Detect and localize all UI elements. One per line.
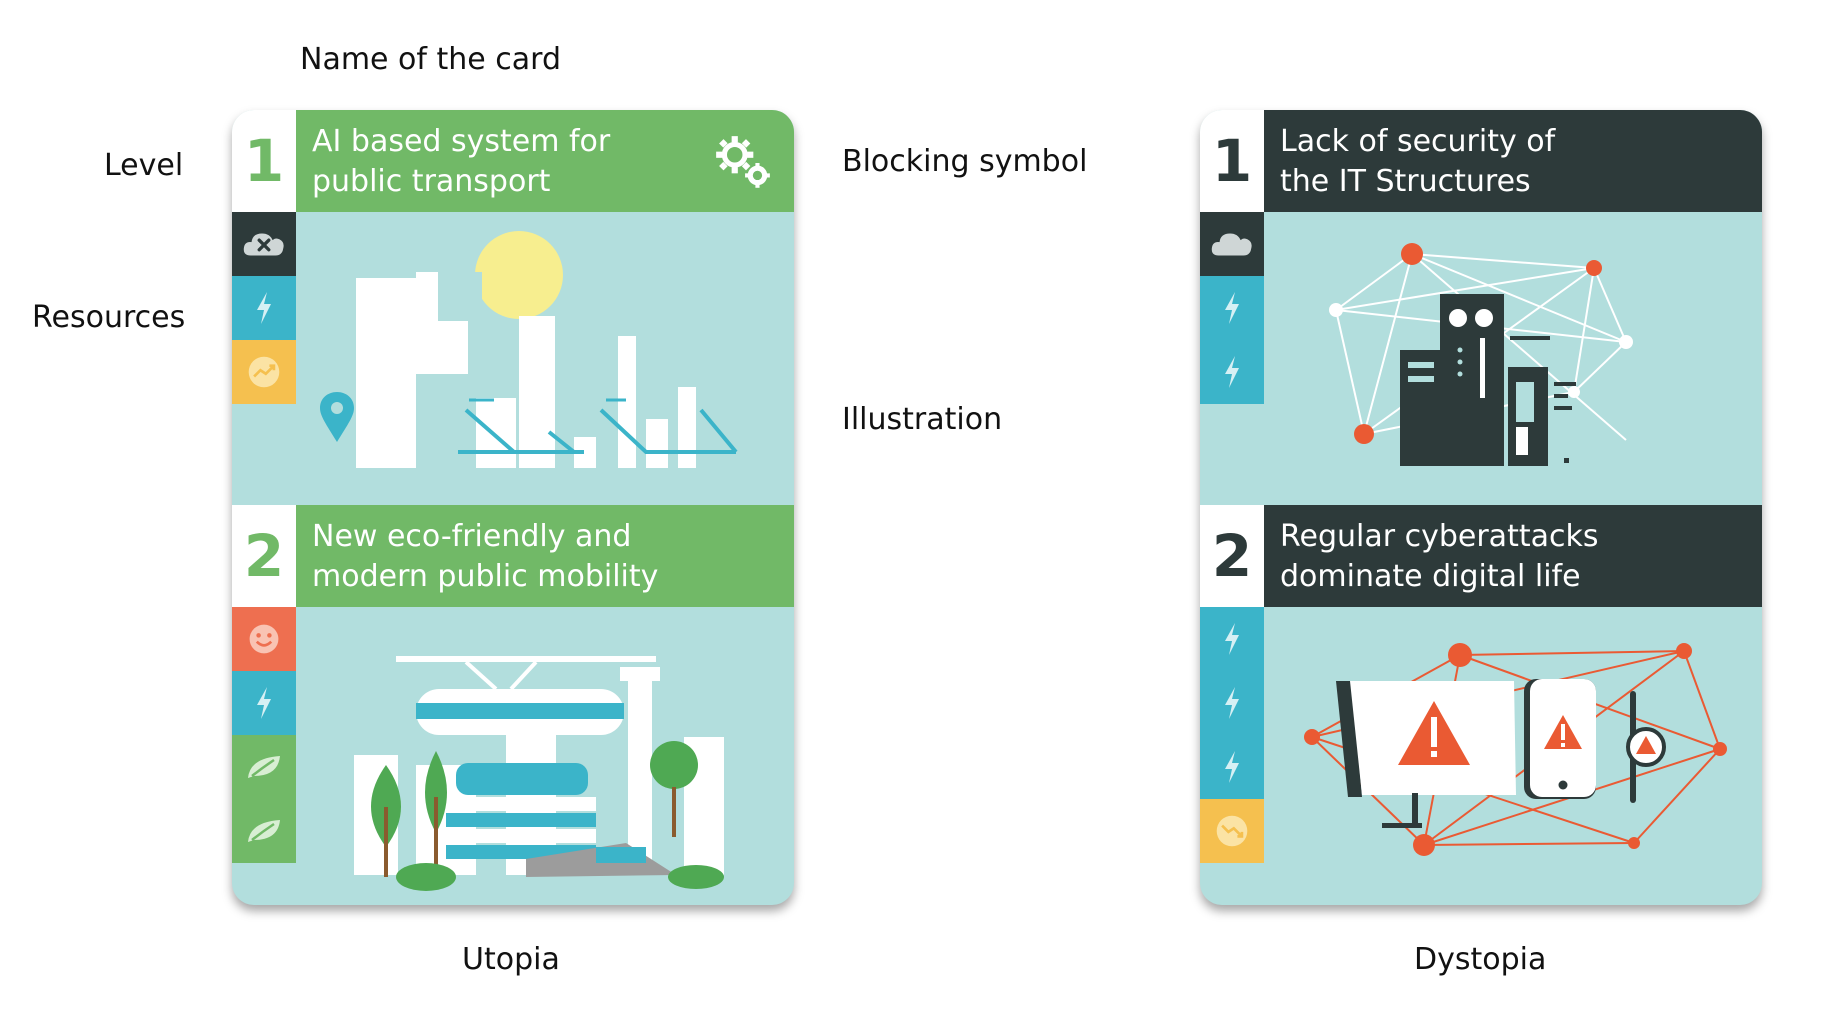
resource-energy bbox=[1200, 735, 1264, 799]
resources-column bbox=[1200, 607, 1264, 863]
resource-growth bbox=[232, 340, 296, 404]
callout-level: Level bbox=[104, 148, 184, 183]
illustration-cyberattacks bbox=[1304, 643, 1727, 856]
growth-icon bbox=[248, 356, 280, 388]
card-name: AI based system for public transport bbox=[296, 110, 794, 212]
card-name-line2: modern public mobility bbox=[312, 559, 659, 594]
lightning-icon bbox=[257, 687, 271, 719]
callout-resources: Resources bbox=[32, 300, 186, 335]
card-name-line2: the IT Structures bbox=[1280, 164, 1531, 199]
callout-illustration: Illustration bbox=[842, 402, 1003, 437]
illustration-eco-mobility bbox=[354, 656, 724, 891]
dystopia-caption: Dystopia bbox=[1414, 942, 1547, 977]
card-name: Regular cyberattacks dominate digital li… bbox=[1264, 505, 1762, 607]
gear-icon bbox=[716, 136, 770, 188]
warning-icon bbox=[1636, 736, 1656, 754]
card-name: New eco-friendly and modern public mobil… bbox=[296, 505, 794, 607]
card-name: Lack of security of the IT Structures bbox=[1264, 110, 1762, 212]
level-number: 2 bbox=[232, 505, 296, 607]
card-name-line1: New eco-friendly and bbox=[312, 519, 632, 554]
resource-energy bbox=[232, 671, 296, 735]
lightning-icon bbox=[1225, 751, 1239, 783]
utopia-section-1: 1 AI based system for public transport bbox=[232, 110, 794, 505]
lightning-icon bbox=[1225, 623, 1239, 655]
resource-energy bbox=[1200, 607, 1264, 671]
resource-energy bbox=[1200, 671, 1264, 735]
resource-nature bbox=[232, 735, 296, 799]
resources-column bbox=[232, 212, 296, 404]
level-number: 1 bbox=[232, 110, 296, 212]
level-number: 2 bbox=[1200, 505, 1264, 607]
illustration-it-security bbox=[1329, 243, 1633, 466]
callout-name-of-card: Name of the card bbox=[300, 42, 561, 77]
location-pin-icon bbox=[320, 392, 354, 442]
card-name-line1: AI based system for bbox=[312, 124, 611, 159]
illustration-ai-transport bbox=[320, 231, 738, 468]
smiley-icon bbox=[249, 624, 279, 654]
utopia-section-2: 2 New eco-friendly and modern public mob… bbox=[232, 505, 794, 905]
leaf-icon bbox=[248, 756, 280, 778]
resource-decline bbox=[1200, 799, 1264, 863]
resource-cloud-blocked bbox=[232, 212, 296, 276]
card-name-line2: public transport bbox=[312, 164, 551, 199]
card-name-line1: Lack of security of bbox=[1280, 124, 1556, 159]
decline-icon bbox=[1216, 815, 1248, 847]
callout-blocking-symbol: Blocking symbol bbox=[842, 144, 1088, 179]
lightning-icon bbox=[1225, 356, 1239, 388]
resource-energy bbox=[1200, 340, 1264, 404]
resource-energy bbox=[1200, 276, 1264, 340]
resource-cloud bbox=[1200, 212, 1264, 276]
leaf-icon bbox=[248, 820, 280, 842]
cloud-blocked-icon bbox=[243, 233, 284, 256]
utopia-caption: Utopia bbox=[462, 942, 560, 977]
resource-nature bbox=[232, 799, 296, 863]
dystopia-card: 1 Lack of security of the IT Structures bbox=[1200, 110, 1762, 905]
resources-column bbox=[232, 607, 296, 863]
lightning-icon bbox=[257, 292, 271, 324]
dystopia-section-1: 1 Lack of security of the IT Structures bbox=[1200, 110, 1762, 505]
resource-energy bbox=[232, 276, 296, 340]
level-number: 1 bbox=[1200, 110, 1264, 212]
cloud-icon bbox=[1211, 233, 1252, 256]
resources-column bbox=[1200, 212, 1264, 404]
utopia-card: 1 AI based system for public transport bbox=[232, 110, 794, 905]
resource-happiness bbox=[232, 607, 296, 671]
card-name-line2: dominate digital life bbox=[1280, 559, 1581, 594]
card-name-line1: Regular cyberattacks bbox=[1280, 519, 1599, 554]
lightning-icon bbox=[1225, 292, 1239, 324]
lightning-icon bbox=[1225, 687, 1239, 719]
dystopia-section-2: 2 Regular cyberattacks dominate digital … bbox=[1200, 505, 1762, 905]
